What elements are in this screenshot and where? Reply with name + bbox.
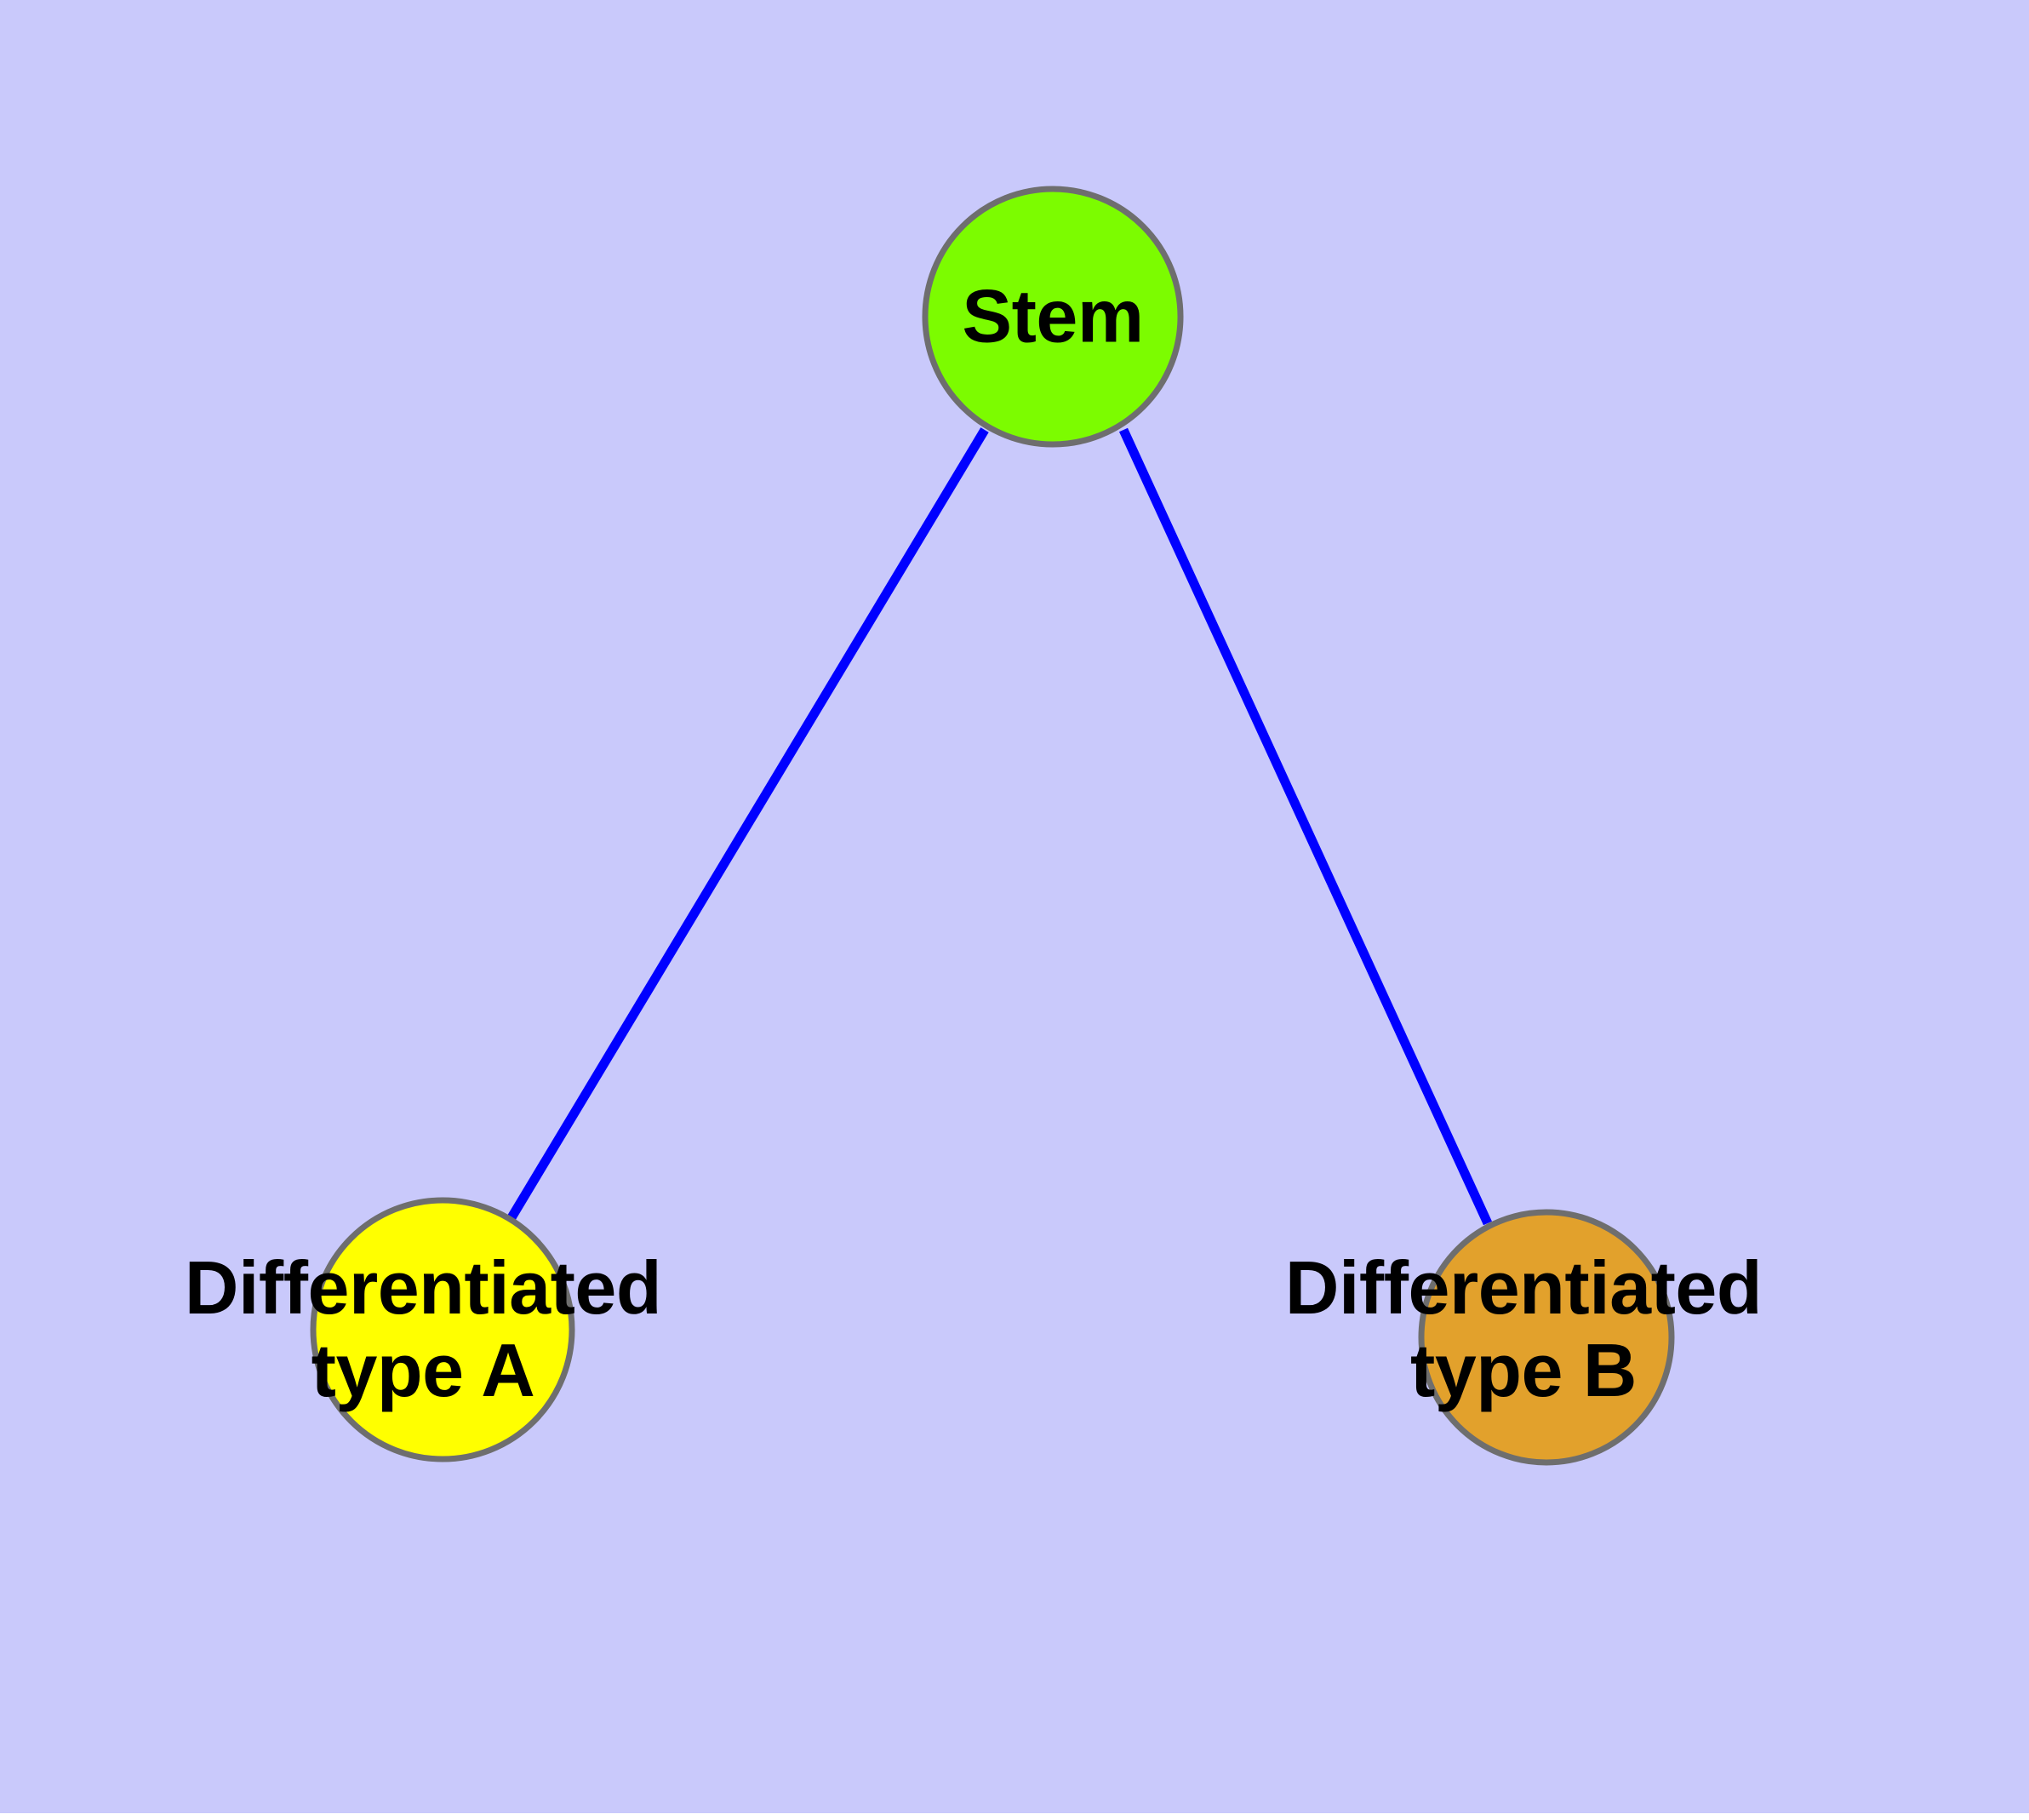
node-circle-diff_b[interactable] xyxy=(1418,1209,1675,1466)
edge-stem-to-diff-a xyxy=(506,427,989,1222)
node-layer xyxy=(310,186,1675,1466)
edge-stem-to-diff-b xyxy=(1119,427,1492,1226)
edge-layer xyxy=(506,427,1492,1226)
node-circle-stem[interactable] xyxy=(922,186,1184,448)
node-circle-diff_a[interactable] xyxy=(310,1197,575,1462)
